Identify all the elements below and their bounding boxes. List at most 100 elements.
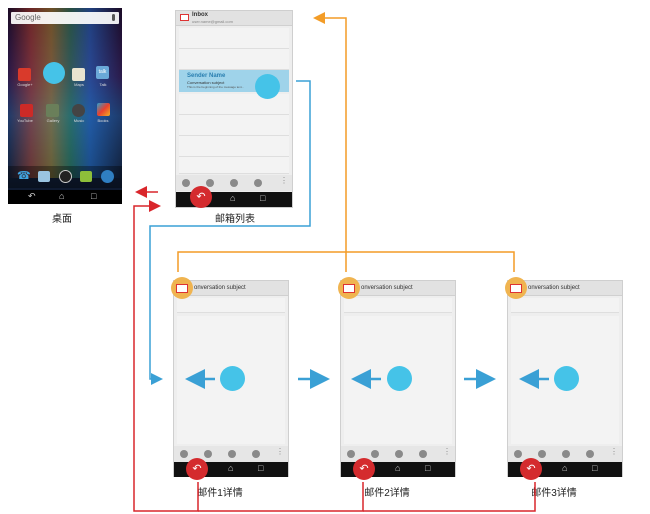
overflow-menu-icon[interactable]: ⋮ xyxy=(610,447,618,456)
phone-icon[interactable]: ☎ xyxy=(17,170,31,182)
action-icon[interactable] xyxy=(514,450,522,458)
detail-action-bar: ⋮ xyxy=(508,446,622,462)
action-icon[interactable] xyxy=(204,450,212,458)
action-icon[interactable] xyxy=(228,450,236,458)
all-apps-icon[interactable] xyxy=(59,170,72,183)
action-icon[interactable] xyxy=(206,179,214,187)
account-email: user.name@gmail.com xyxy=(192,19,233,24)
contacts-icon[interactable] xyxy=(38,171,50,182)
action-icon[interactable] xyxy=(252,450,260,458)
overflow-menu-icon[interactable]: ⋮ xyxy=(276,447,284,456)
back-line-detail2 xyxy=(198,482,364,512)
detail-header: onversation subject xyxy=(174,281,288,296)
home-icon[interactable]: ⌂ xyxy=(228,463,234,473)
action-icon[interactable] xyxy=(347,450,355,458)
maps-icon[interactable] xyxy=(72,68,85,81)
list-item[interactable] xyxy=(179,157,289,174)
app-label: Google+ xyxy=(17,82,33,87)
dock: ☎ xyxy=(8,166,122,188)
app-label: Maps xyxy=(74,82,84,87)
home-navbar: ↶ ⌂ □ xyxy=(8,190,122,204)
home-caption: 桌面 xyxy=(52,214,72,225)
touch-indicator xyxy=(554,366,579,391)
home-icon[interactable]: ⌂ xyxy=(230,193,236,203)
action-icon[interactable] xyxy=(371,450,379,458)
list-item[interactable] xyxy=(179,94,289,115)
detail-subject: onversation subject xyxy=(361,285,413,291)
list-item[interactable] xyxy=(179,28,289,49)
overflow-menu-icon[interactable]: ⋮ xyxy=(443,447,451,456)
action-icon[interactable] xyxy=(538,450,546,458)
detail-caption: 邮件2详情 xyxy=(364,488,410,499)
recents-icon[interactable]: □ xyxy=(592,463,598,473)
mic-icon[interactable] xyxy=(112,14,115,21)
back-button[interactable]: ↶ xyxy=(353,458,375,480)
gmail-up-icon[interactable] xyxy=(505,277,527,299)
overflow-menu-icon[interactable]: ⋮ xyxy=(280,176,288,185)
app-label: Books xyxy=(97,118,109,123)
music-icon[interactable] xyxy=(72,104,85,117)
detail-caption: 邮件1详情 xyxy=(197,488,243,499)
back-icon[interactable]: ↶ xyxy=(28,191,36,201)
conversation-subject: Conversation subject xyxy=(187,80,225,85)
message-snippet: This is the beginning of the message tex… xyxy=(187,85,245,89)
inbox-screen: Inbox user.name@gmail.com Sender Name Co… xyxy=(175,10,293,208)
action-icon[interactable] xyxy=(395,450,403,458)
detail-action-bar: ⋮ xyxy=(174,446,288,462)
recents-icon[interactable]: □ xyxy=(258,463,264,473)
browser-icon[interactable] xyxy=(101,170,114,183)
gallery-icon[interactable] xyxy=(46,104,59,117)
touch-indicator xyxy=(220,366,245,391)
list-item[interactable] xyxy=(179,49,289,70)
action-icon[interactable] xyxy=(180,450,188,458)
detail-subject: onversation subject xyxy=(194,285,246,291)
detail-header: onversation subject xyxy=(341,281,455,296)
gmail-up-icon[interactable] xyxy=(171,277,193,299)
books-icon[interactable] xyxy=(97,103,110,116)
touch-indicator xyxy=(255,74,280,99)
up-line-detail2 xyxy=(313,12,347,272)
back-button[interactable]: ↶ xyxy=(520,458,542,480)
back-button[interactable]: ↶ xyxy=(190,186,212,208)
talk-icon[interactable]: talk xyxy=(96,66,109,79)
action-icon[interactable] xyxy=(586,450,594,458)
detail-caption: 邮件3详情 xyxy=(531,488,577,499)
list-item[interactable] xyxy=(179,136,289,157)
detail-header-row xyxy=(511,298,619,313)
detail-subject: onversation subject xyxy=(528,285,580,291)
gmail-icon xyxy=(180,14,189,21)
action-icon[interactable] xyxy=(182,179,190,187)
recents-icon[interactable]: □ xyxy=(260,193,266,203)
app-label: Music xyxy=(73,118,85,123)
detail-header-row xyxy=(177,298,285,313)
detail-header-row xyxy=(344,298,452,313)
inbox-caption: 邮箱列表 xyxy=(215,214,255,225)
back-arrow-details-to-home xyxy=(133,200,199,512)
list-item[interactable] xyxy=(179,115,289,136)
gmail-up-icon[interactable] xyxy=(338,277,360,299)
home-screen: Google Google+ Maps talk Talk YouTube Ga… xyxy=(8,8,122,204)
sender-name: Sender Name xyxy=(187,73,226,79)
inbox-title: Inbox xyxy=(192,12,208,18)
recents-icon[interactable]: □ xyxy=(425,463,431,473)
action-icon[interactable] xyxy=(562,450,570,458)
detail-header: onversation subject xyxy=(508,281,622,296)
inbox-header: Inbox user.name@gmail.com xyxy=(176,11,292,26)
action-icon[interactable] xyxy=(419,450,427,458)
google-search-bar[interactable]: Google xyxy=(11,12,119,24)
home-icon[interactable]: ⌂ xyxy=(395,463,401,473)
action-icon[interactable] xyxy=(230,179,238,187)
back-line-detail3 xyxy=(363,482,536,512)
back-button[interactable]: ↶ xyxy=(186,458,208,480)
open-detail-arrow xyxy=(149,80,311,385)
home-icon[interactable]: ⌂ xyxy=(562,463,568,473)
action-icon[interactable] xyxy=(254,179,262,187)
messaging-icon[interactable] xyxy=(80,171,92,182)
touch-indicator xyxy=(387,366,412,391)
recents-icon[interactable]: □ xyxy=(91,191,97,201)
google-plus-icon[interactable] xyxy=(18,68,31,81)
home-icon[interactable]: ⌂ xyxy=(59,191,65,201)
youtube-icon[interactable] xyxy=(20,104,33,117)
app-label: Gallery xyxy=(46,118,60,123)
